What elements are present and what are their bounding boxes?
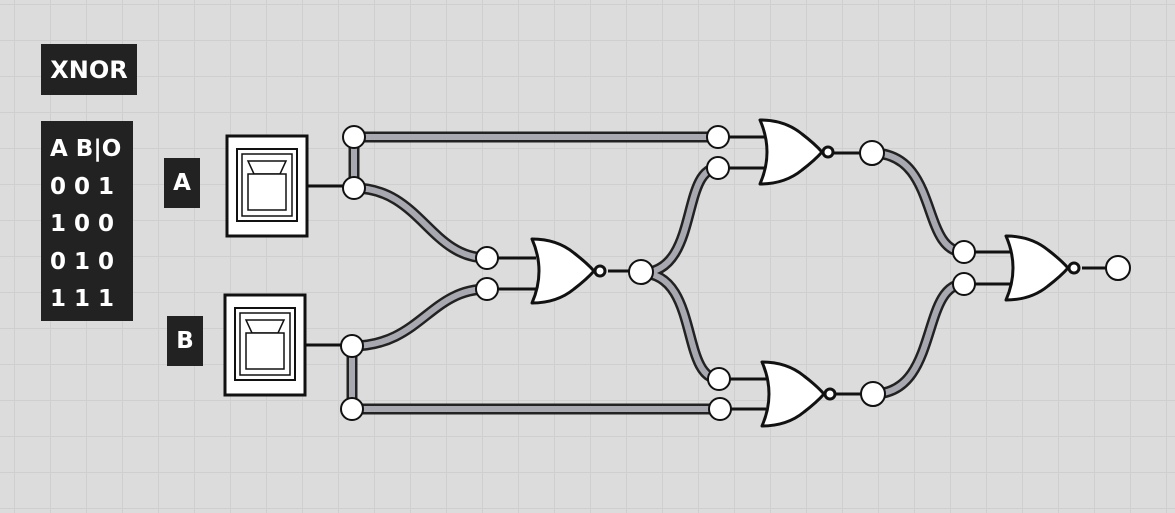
truth-table-header: A B|O xyxy=(50,136,122,162)
connector-node-icon[interactable] xyxy=(340,397,364,421)
wire-fill xyxy=(638,270,722,382)
nor-gate-icon[interactable] xyxy=(760,360,837,428)
connector-node-icon[interactable] xyxy=(860,381,886,407)
nor-gate-icon[interactable] xyxy=(758,118,835,186)
truth-table-row: 1 1 1 xyxy=(50,286,115,312)
connector-node-icon[interactable] xyxy=(475,246,499,270)
connector-node-icon[interactable] xyxy=(342,125,366,149)
output-node-icon[interactable] xyxy=(1105,255,1131,281)
nor-gate-icon[interactable] xyxy=(530,237,607,305)
wire xyxy=(866,147,970,258)
input-a-label: A xyxy=(164,158,200,208)
truth-table-row: 0 1 0 xyxy=(50,248,115,275)
truth-table-row: 1 0 0 xyxy=(50,211,115,237)
wire-fill xyxy=(349,286,490,349)
wire-fill xyxy=(638,165,721,276)
input-b-label: B xyxy=(167,316,203,366)
wire xyxy=(635,162,724,279)
wire xyxy=(867,278,970,400)
connector-node-icon[interactable] xyxy=(342,176,366,200)
connector-node-icon[interactable] xyxy=(707,367,731,391)
wire-fill xyxy=(869,150,967,255)
wire-fill xyxy=(351,185,490,261)
connector-node-icon[interactable] xyxy=(708,397,732,421)
connector-node-icon[interactable] xyxy=(859,140,885,166)
connector-node-icon[interactable] xyxy=(706,156,730,180)
connector-node-icon[interactable] xyxy=(952,272,976,296)
truth-table-row: 0 0 1 xyxy=(50,173,115,200)
connector-node-icon[interactable] xyxy=(628,259,654,285)
connector-node-icon[interactable] xyxy=(706,125,730,149)
truth-table: A B|O 0 0 1 1 0 0 0 1 0 1 1 1 xyxy=(41,121,133,321)
wire xyxy=(635,267,725,385)
connector-node-icon[interactable] xyxy=(475,277,499,301)
connector-node-icon[interactable] xyxy=(952,240,976,264)
toggle-switch-icon[interactable] xyxy=(223,293,307,397)
connector-node-icon[interactable] xyxy=(340,334,364,358)
toggle-switch-icon[interactable] xyxy=(225,134,309,238)
wire-fill xyxy=(870,281,967,397)
nor-gate-icon[interactable] xyxy=(1004,234,1081,302)
circuit-title: XNOR xyxy=(41,44,137,95)
